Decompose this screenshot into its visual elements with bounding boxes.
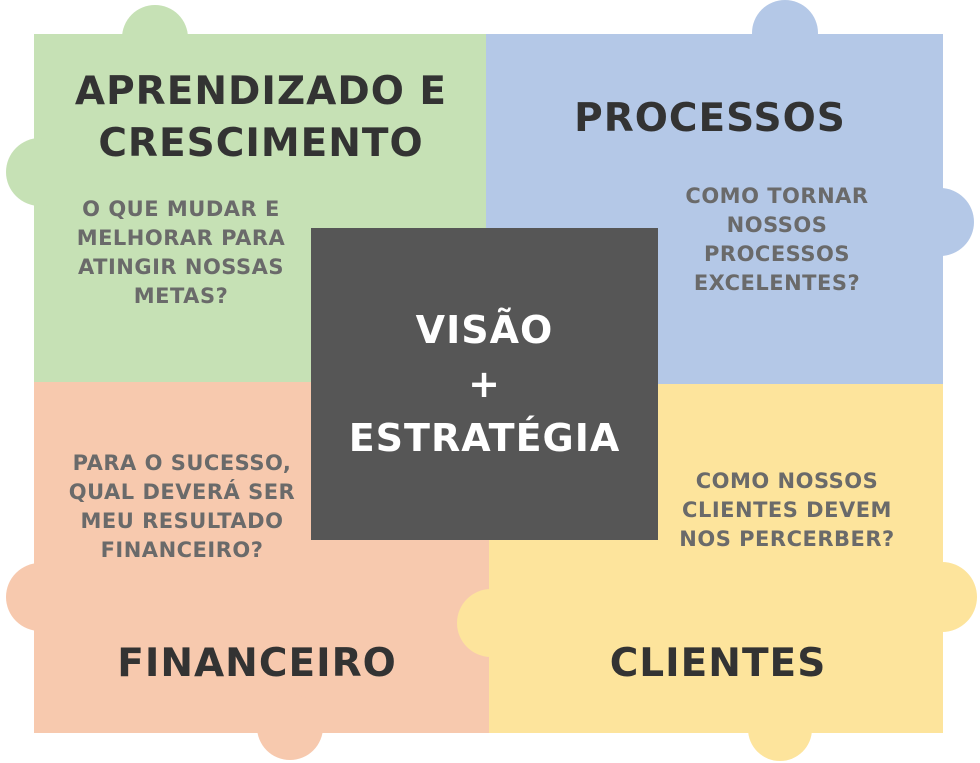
customers-title: CLIENTES	[609, 641, 827, 686]
center-vision: VISÃO	[415, 308, 554, 352]
center-strategy: ESTRATÉGIA	[348, 416, 621, 460]
financial-title: FINANCEIRO	[117, 641, 397, 686]
vision-strategy-box: VISÃO + ESTRATÉGIA	[311, 228, 658, 540]
financial-question: PARA O SUCESSO, QUAL DEVERÁ SER MEU RESU…	[68, 451, 296, 562]
piece-learning	[6, 5, 486, 382]
processes-question: COMO TORNAR NOSSOS PROCESSOS EXCELENTES?	[685, 184, 869, 295]
center-plus: +	[468, 362, 501, 406]
learning-title: APRENDIZADO E CRESCIMENTO	[74, 69, 448, 166]
learning-question: O QUE MUDAR E MELHORAR PARA ATINGIR NOSS…	[76, 197, 286, 308]
processes-title: PROCESSOS	[574, 96, 846, 141]
customers-question: COMO NOSSOS CLIENTES DEVEM NOS PERCERBER…	[679, 469, 895, 551]
